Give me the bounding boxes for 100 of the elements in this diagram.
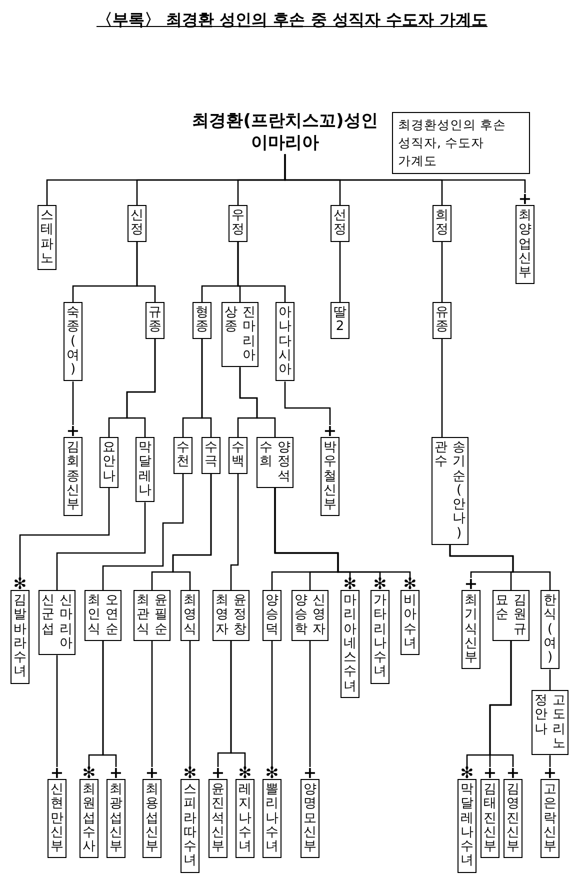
page-title: 〈부록〉 최경환 성인의 후손 중 성직자 수도자 가계도 [96,10,488,31]
person-name: 막달레나수녀 [460,783,474,869]
person-name: 최인식 [88,594,100,637]
connector-line [151,640,153,767]
person-name: 수희 [260,441,272,470]
symbol-mark: + [543,767,557,779]
person-name: 김태진신부 [484,783,496,854]
connector-line [230,640,246,767]
person-name: 아나다시아 [278,306,292,378]
person-name: 윤진석신부 [212,783,224,854]
note-text: 최경환성인의 후손 성직자, 수도자 가계도 [398,116,507,170]
symbol-mark: ✻ [460,767,474,779]
connector-line [102,640,117,767]
symbol-mark: + [483,767,497,779]
symbol-mark: + [464,578,478,590]
person-name: 진마리아 [242,306,256,364]
symbol-mark: ✻ [183,767,197,779]
person-name: 수극 [204,441,218,470]
person-name: 한식(여) [544,594,556,666]
person-name: 박우철신부 [324,441,336,512]
person-name: 신영자 [312,594,326,637]
connector-line [449,545,551,590]
person-name: 신군섭 [42,594,54,637]
connector-line [237,242,286,302]
connector-line [19,488,110,578]
symbol-mark: + [506,767,520,779]
symbol-mark: + [109,767,123,779]
person-name: 수천 [176,441,190,470]
person-name: 신마리아 [60,594,72,652]
symbol-mark: ✻ [373,578,387,590]
person-name: 고은락신부 [544,783,556,854]
person-name: 최기식신부 [464,594,478,666]
symbol-mark: ✻ [403,578,417,590]
person-name: 규종 [148,306,162,335]
person-name: 고도리노 [552,694,566,752]
symbol-mark: ✻ [343,578,357,590]
person-name: 스테파노 [40,209,54,266]
person-name: 딸2 [334,306,346,335]
person-name: 상종 [224,306,238,335]
symbol-mark: ✻ [238,767,252,779]
person-name: 묘순 [496,594,508,623]
person-name: 수백 [232,441,244,470]
person-name: 스피라따수녀 [184,783,196,869]
connector-line [172,474,212,590]
symbol-mark: + [211,767,225,779]
connector-line [102,474,184,590]
person-name: 최관식 [136,594,150,637]
person-name: 신현만신부 [50,783,64,854]
connector-line [56,655,58,767]
person-name: 가타리나수녀 [374,594,386,680]
symbol-mark: + [303,767,317,779]
person-name: 희정 [436,209,448,238]
person-name: 정안나 [534,694,548,737]
person-name: 김영진신부 [506,783,520,854]
connector-line [441,338,443,437]
connector-line [136,242,156,302]
connector-line [201,338,212,437]
symbol-mark: ✻ [82,767,96,779]
person-name: 최용섭신부 [146,783,158,854]
person-name: 양정석 [278,441,290,484]
person-name: 양승학 [294,594,308,637]
person-name: 관수 [434,441,448,470]
symbol-mark: + [518,193,532,205]
connector-line [189,640,191,767]
person-name: 최영자 [216,594,228,637]
symbol-mark: ✻ [13,578,27,590]
person-name: 마리아네스수녀 [344,594,356,694]
person-name: 막달레나 [138,441,152,498]
person-name: 요안나 [102,441,116,484]
person-name: 김발바라수녀 [14,594,26,680]
symbol-mark: ✻ [265,767,279,779]
person-name: 신정 [130,209,144,238]
person-name: 선정 [334,209,346,238]
connector-line [339,242,341,302]
person-name: 유종 [436,306,448,335]
person-name: 최광섭신부 [110,783,122,854]
connector-line [274,488,411,578]
connector-line [441,242,443,302]
connector-line [549,669,551,690]
person-name: 비아수녀 [404,594,416,652]
person-name: 이마리아 [250,132,320,154]
connector-line [549,755,551,767]
connector-line [56,502,146,590]
person-name: 송기순(안나) [452,441,466,542]
connector-line [271,640,273,767]
connector-line [72,381,74,425]
person-name: 숙종(여) [66,306,80,378]
person-name: 최경환(프란치스꼬)성인 [192,110,378,132]
person-name: 우정 [232,209,244,238]
person-name: 양승덕 [266,594,278,637]
person-name: 레지나수녀 [238,783,252,854]
connector-line [284,381,331,425]
person-name: 양명모신부 [304,783,316,854]
connector-line [126,338,156,437]
person-name: 최양업신부 [518,209,532,280]
connector-line [309,640,311,767]
person-name: 형종 [196,306,208,335]
person-name: 윤필순 [154,594,168,637]
symbol-mark: + [66,425,80,437]
person-name: 오연순 [106,594,118,637]
